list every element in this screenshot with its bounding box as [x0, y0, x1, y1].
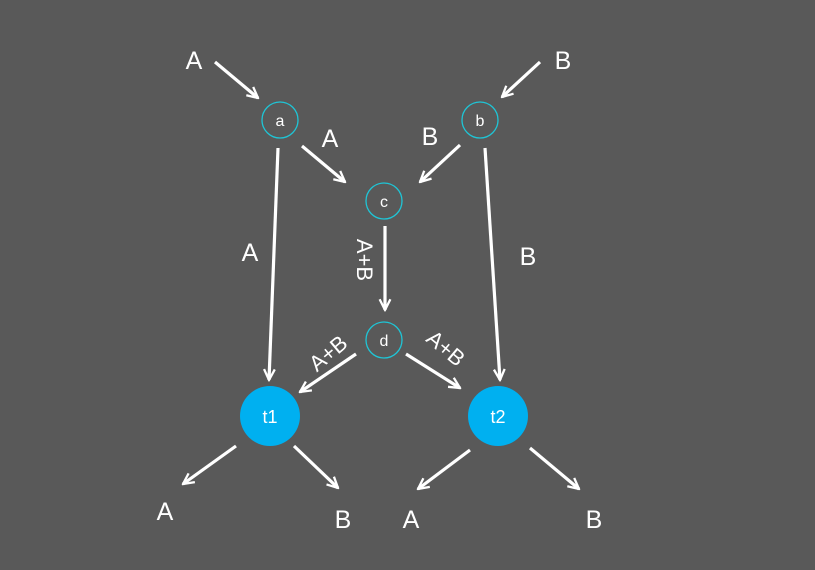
node-c-label: c	[380, 194, 388, 211]
edge-b-to-t2	[483, 147, 500, 380]
label-d-to-t1: A+B	[304, 330, 352, 376]
label-t1-out-b: B	[335, 506, 352, 534]
edge-a-to-c	[300, 144, 345, 182]
label-d-to-t2: A+B	[422, 325, 470, 371]
label-t2-out-b: B	[586, 506, 603, 534]
node-t2: t2	[468, 386, 528, 446]
label-t1-out-a: A	[157, 498, 174, 526]
node-c: c	[365, 182, 403, 220]
label-input-b: B	[555, 47, 572, 75]
edge-d-to-t1	[300, 352, 357, 392]
node-b: b	[461, 101, 499, 139]
edge-t2-out-a	[418, 448, 471, 489]
node-t1-label: t1	[262, 407, 277, 427]
node-t1: t1	[240, 386, 300, 446]
edge-d-to-t2	[405, 352, 460, 388]
label-c-to-d: A+B	[352, 239, 377, 281]
edge-input-b	[502, 60, 542, 97]
edge-t2-out-b	[528, 446, 579, 489]
edge-b-to-c	[420, 143, 462, 182]
node-d-label: d	[380, 333, 389, 350]
label-input-a: A	[186, 47, 203, 75]
node-a-label: a	[276, 113, 285, 130]
label-a-to-t1: A	[242, 239, 259, 267]
label-b-to-c: B	[422, 123, 439, 151]
edge-a-to-t1	[269, 147, 280, 380]
edge-t1-out-b	[292, 444, 338, 488]
node-d: d	[365, 321, 403, 359]
node-b-label: b	[476, 113, 485, 130]
edge-input-a	[213, 60, 258, 98]
label-a-to-c: A	[322, 125, 339, 153]
edge-t1-out-a	[183, 444, 237, 484]
node-a: a	[261, 101, 299, 139]
label-t2-out-a: A	[403, 506, 420, 534]
label-b-to-t2: B	[520, 243, 537, 271]
node-t2-label: t2	[490, 407, 505, 427]
